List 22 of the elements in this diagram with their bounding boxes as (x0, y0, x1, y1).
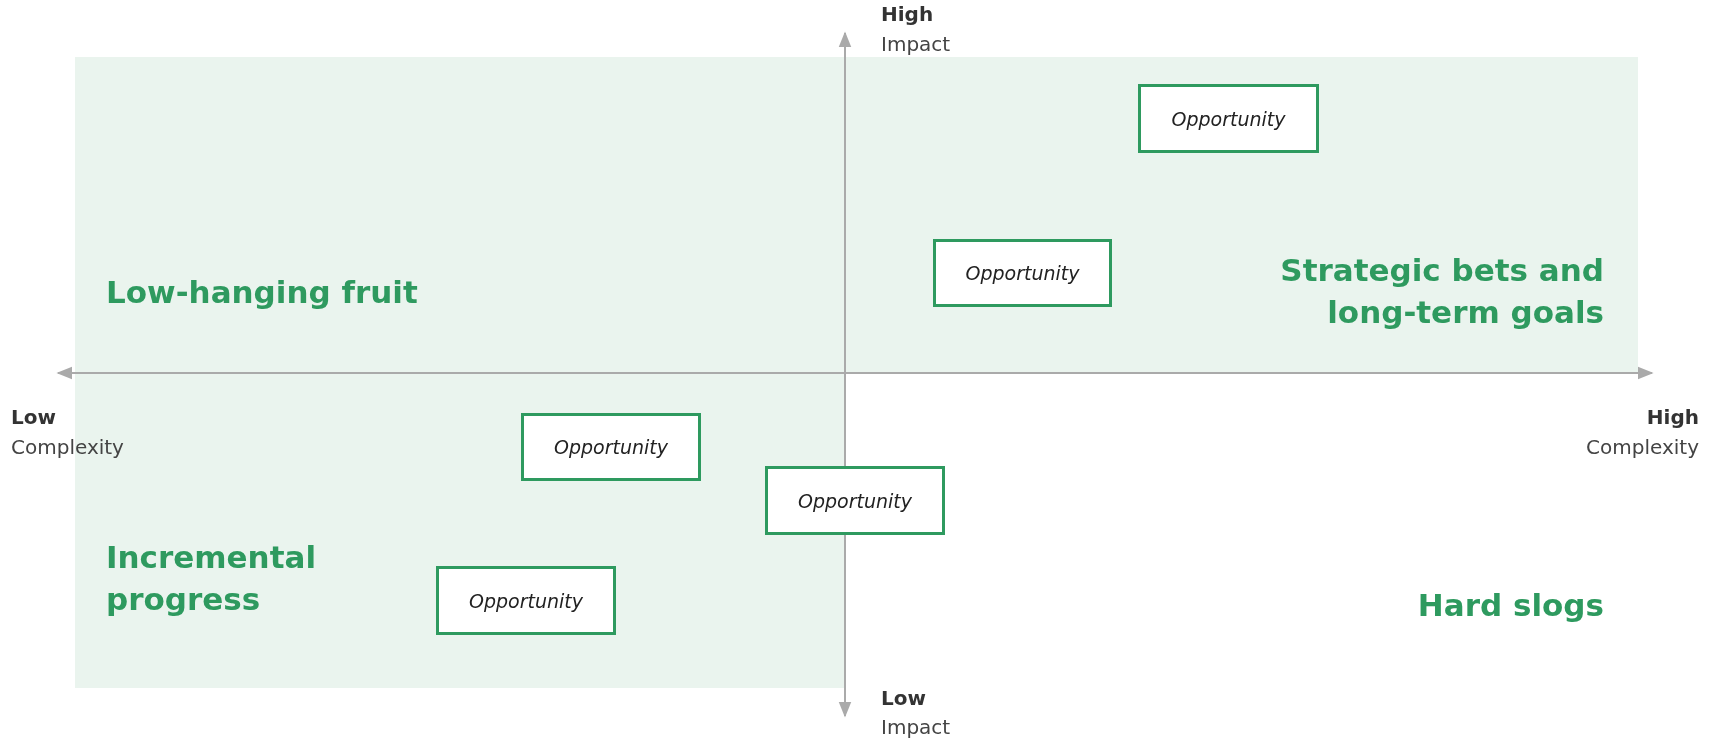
opportunity-label: Opportunity (965, 262, 1080, 284)
axis-label: Impact (881, 32, 951, 56)
opportunity-box (765, 466, 945, 535)
quadrant-label: Strategic bets and long-term goals (1279, 251, 1604, 332)
axis-label: Low (881, 686, 926, 710)
quadrant-label: Incremental progress (106, 538, 318, 619)
opportunity-label: Opportunity (1171, 107, 1286, 130)
quadrant-label: Low-hanging fruit (106, 273, 418, 312)
axis-label: Complexity (11, 435, 124, 459)
opportunity-box (436, 566, 616, 635)
opportunity-label: Opportunity (554, 436, 668, 458)
opportunity-box (521, 413, 701, 481)
axis-label: Low (11, 405, 56, 429)
opportunity-label: Opportunity (469, 589, 583, 612)
axis-label: Impact (881, 715, 951, 739)
axis-label: High (881, 2, 934, 26)
opportunity-box (933, 239, 1112, 307)
opportunity-label: Opportunity (798, 489, 912, 512)
axis-label: High (1646, 405, 1699, 429)
quadrant-label: Hard slogs (1417, 586, 1604, 625)
opportunity-box (1138, 84, 1319, 153)
axis-label: Complexity (1586, 435, 1699, 459)
